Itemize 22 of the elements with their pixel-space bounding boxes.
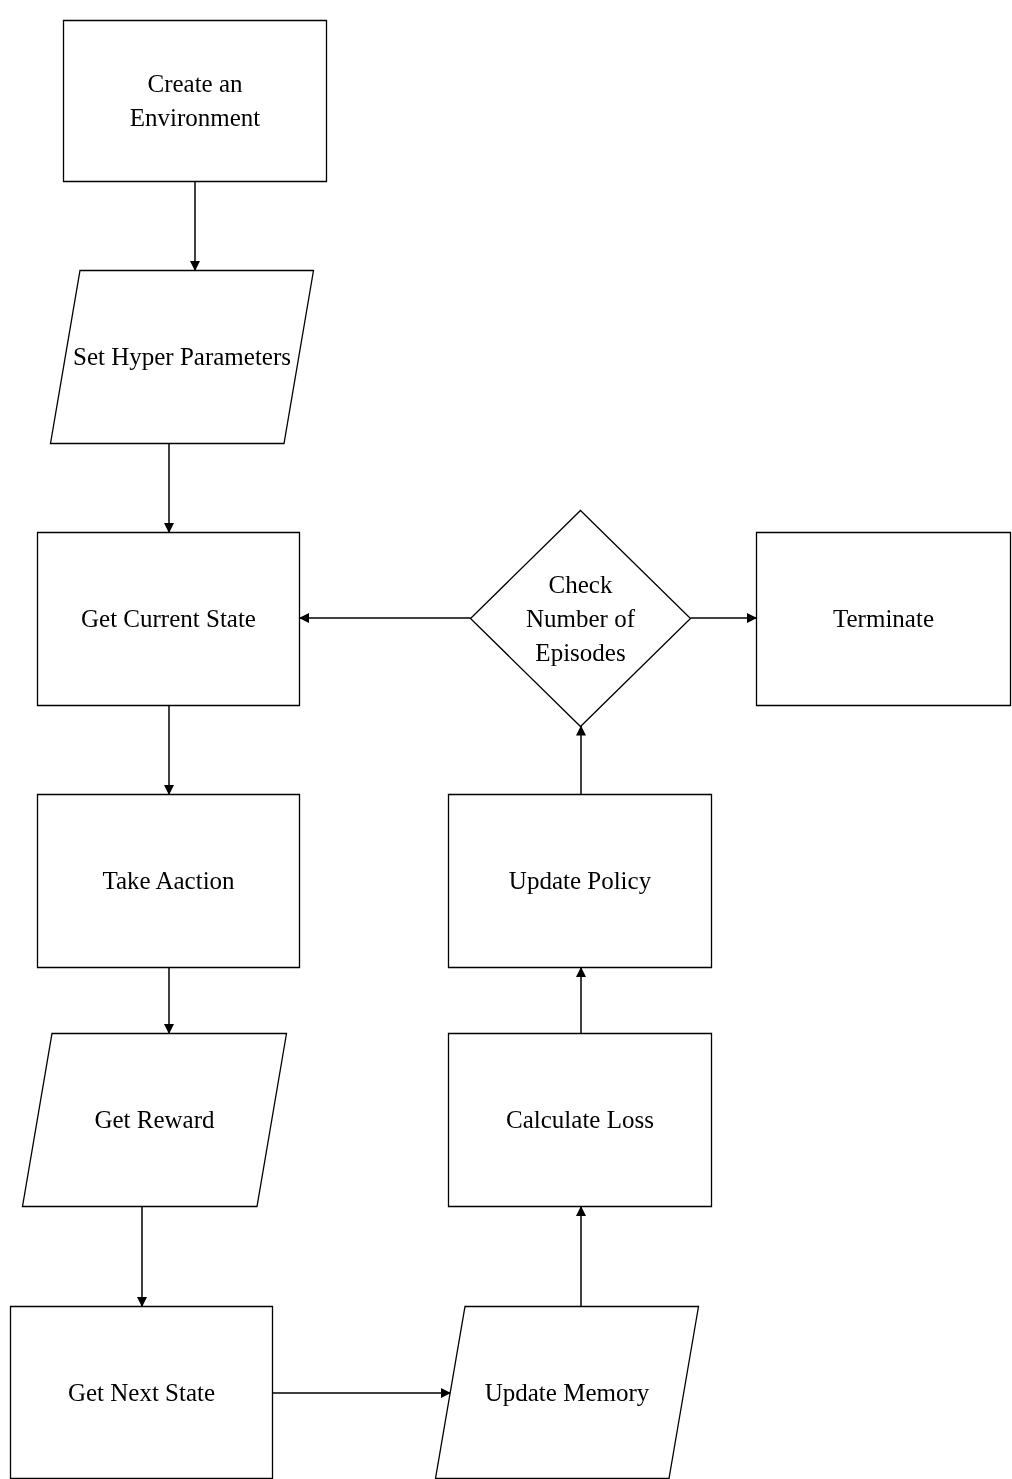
arrow: [299, 613, 472, 623]
node-label: Calculate Loss: [506, 1105, 654, 1135]
arrow: [689, 613, 757, 623]
arrow: [164, 967, 174, 1034]
node-label: Get Reward: [94, 1105, 215, 1135]
arrow: [576, 725, 586, 795]
arrow: [164, 705, 174, 795]
node-label: Get Next State: [67, 1377, 216, 1408]
node-label: Create an Environment: [128, 69, 262, 133]
arrow: [137, 1206, 147, 1307]
arrow: [576, 1206, 586, 1307]
arrow: [164, 443, 174, 533]
arrow: [576, 967, 586, 1034]
node-label: Terminate: [833, 604, 934, 634]
node-label: Update Memory: [484, 1377, 650, 1408]
node-label: Get Current State: [81, 604, 256, 634]
node-label: Set Hyper Parameters: [73, 342, 291, 372]
node-label: Update Policy: [508, 866, 652, 896]
node-label: Take Aaction: [102, 866, 235, 896]
arrow: [272, 1388, 451, 1398]
arrow: [190, 181, 200, 271]
node-label: Check Number of Episodes: [525, 569, 636, 668]
